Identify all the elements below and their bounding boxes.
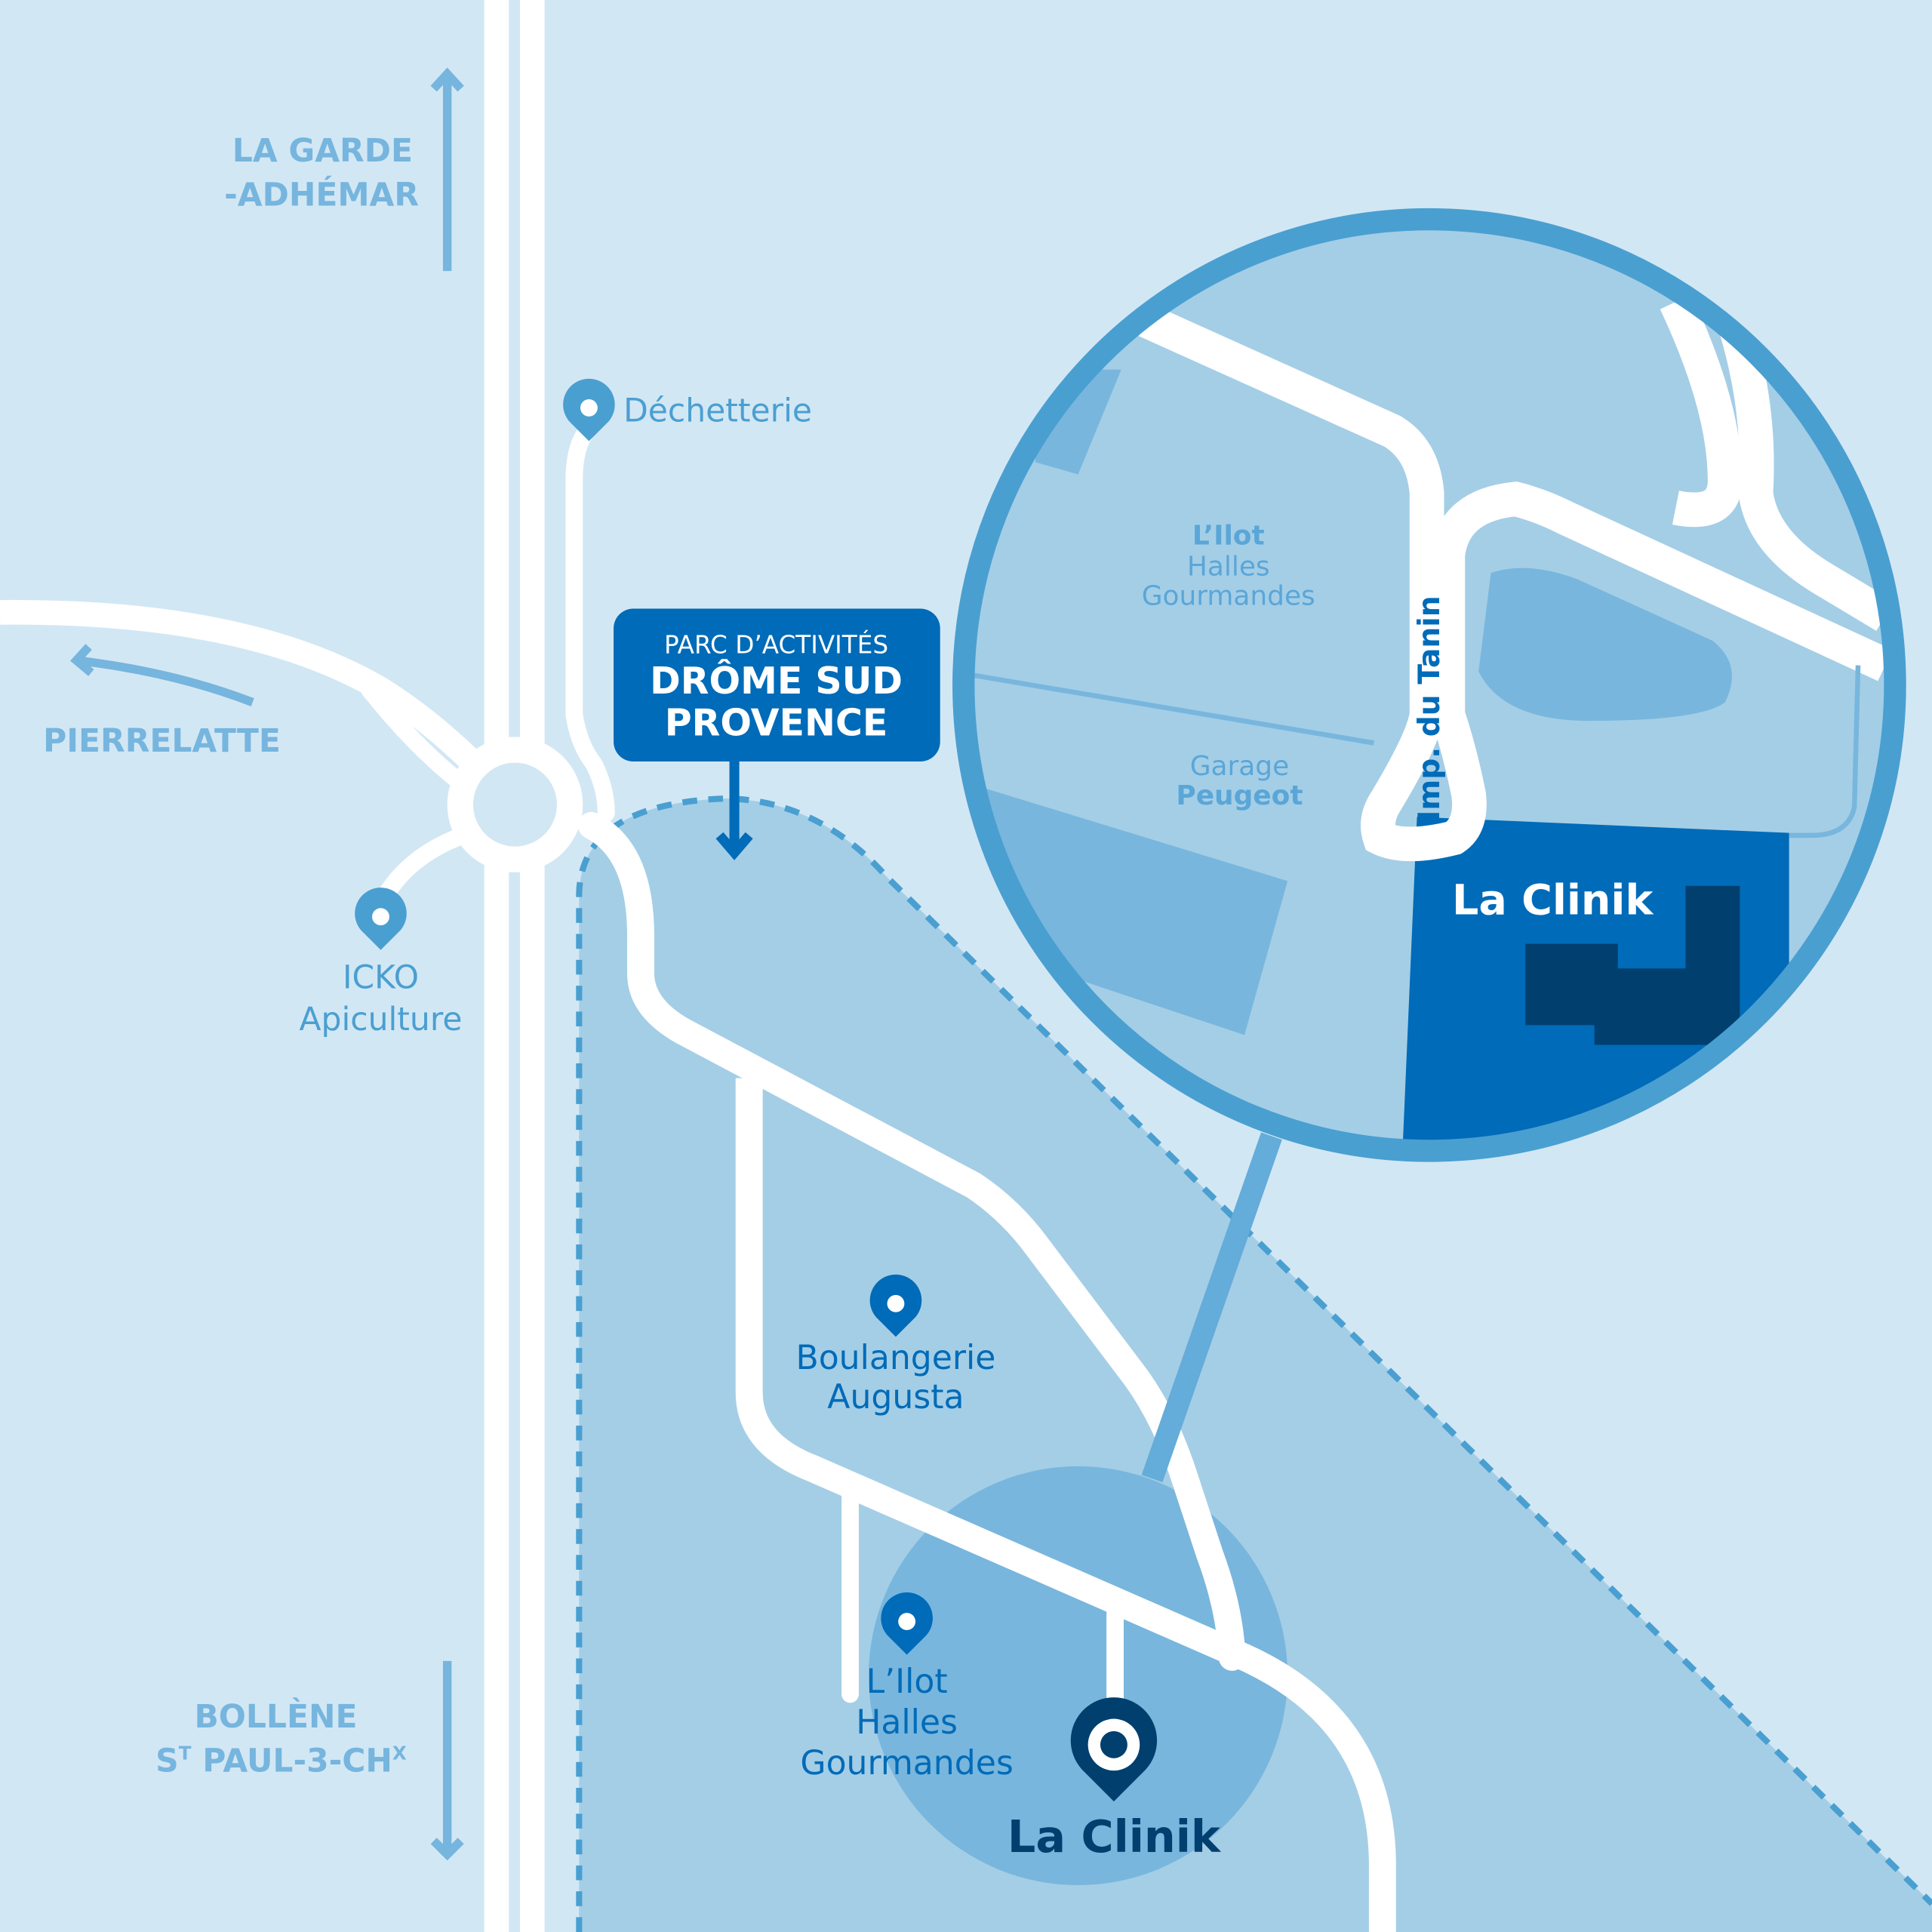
park-sign-line3: PROVENCE bbox=[665, 702, 888, 745]
highway-median bbox=[509, 0, 520, 1932]
arrow-left-icon bbox=[69, 644, 254, 706]
roundabout-center bbox=[472, 762, 557, 847]
arrow-down-icon bbox=[715, 761, 753, 860]
poi-icko-apiculture[interactable]: ICKO Apiculture bbox=[300, 888, 463, 1038]
direction-south-line2: ST PAUL-3-CHX bbox=[155, 1742, 407, 1780]
zoom-inset: L’Ilot Halles Gourmandes Garage Peugeot … bbox=[952, 208, 1906, 1162]
destination-highlight-area bbox=[869, 1466, 1288, 1885]
inset-ilot-label: Gourmandes bbox=[1142, 581, 1315, 612]
inset-ring bbox=[952, 208, 1906, 1162]
inset-street-label: Imp. du Tanin bbox=[1413, 595, 1447, 821]
poi-dechetterie[interactable]: Déchetterie bbox=[563, 378, 812, 441]
park-sign: PARC D’ACTIVITÉS DRÔME SUD PROVENCE bbox=[614, 608, 940, 860]
destination-label: La Clinik bbox=[1008, 1810, 1222, 1863]
poi-label: Halles bbox=[856, 1703, 958, 1742]
poi-label: Gourmandes bbox=[800, 1744, 1013, 1783]
park-sign-line1: PARC D’ACTIVITÉS bbox=[664, 630, 888, 659]
poi-label: ICKO bbox=[343, 959, 419, 996]
poi-label: Augusta bbox=[827, 1378, 964, 1417]
inset-garage-label: Peugeot bbox=[1176, 780, 1303, 811]
roads bbox=[0, 420, 1396, 1932]
direction-north-line2: -ADHÉMAR bbox=[224, 176, 419, 214]
inset-garage-label: Garage bbox=[1190, 751, 1289, 782]
arrow-down-icon bbox=[430, 1660, 464, 1861]
direction-south-line1: BOLLÈNE bbox=[194, 1697, 357, 1736]
direction-north-line1: LA GARDE bbox=[232, 133, 413, 170]
inset-ilot-label: L’Ilot bbox=[1192, 521, 1265, 552]
destination-la-clinik[interactable]: La Clinik bbox=[1008, 1697, 1222, 1863]
poi-lilot-halles[interactable]: L’Ilot Halles Gourmandes bbox=[800, 1592, 1014, 1783]
park-sign-line2: DRÔME SUD bbox=[650, 658, 903, 703]
poi-label: Apiculture bbox=[300, 1001, 463, 1038]
direction-west-label: PIERRELATTE bbox=[43, 723, 281, 760]
inset-clinik-label: La Clinik bbox=[1452, 875, 1654, 924]
inset-ilot-label: Halles bbox=[1187, 551, 1270, 582]
poi-label: Boulangerie bbox=[795, 1339, 995, 1377]
poi-boulangerie-augusta[interactable]: Boulangerie Augusta bbox=[795, 1274, 995, 1417]
poi-label: L’Ilot bbox=[866, 1663, 948, 1701]
inset-connector bbox=[1141, 1132, 1282, 1483]
arrow-up-icon bbox=[430, 67, 464, 272]
direction-arrows bbox=[69, 67, 464, 1861]
poi-label: Déchetterie bbox=[623, 392, 812, 429]
